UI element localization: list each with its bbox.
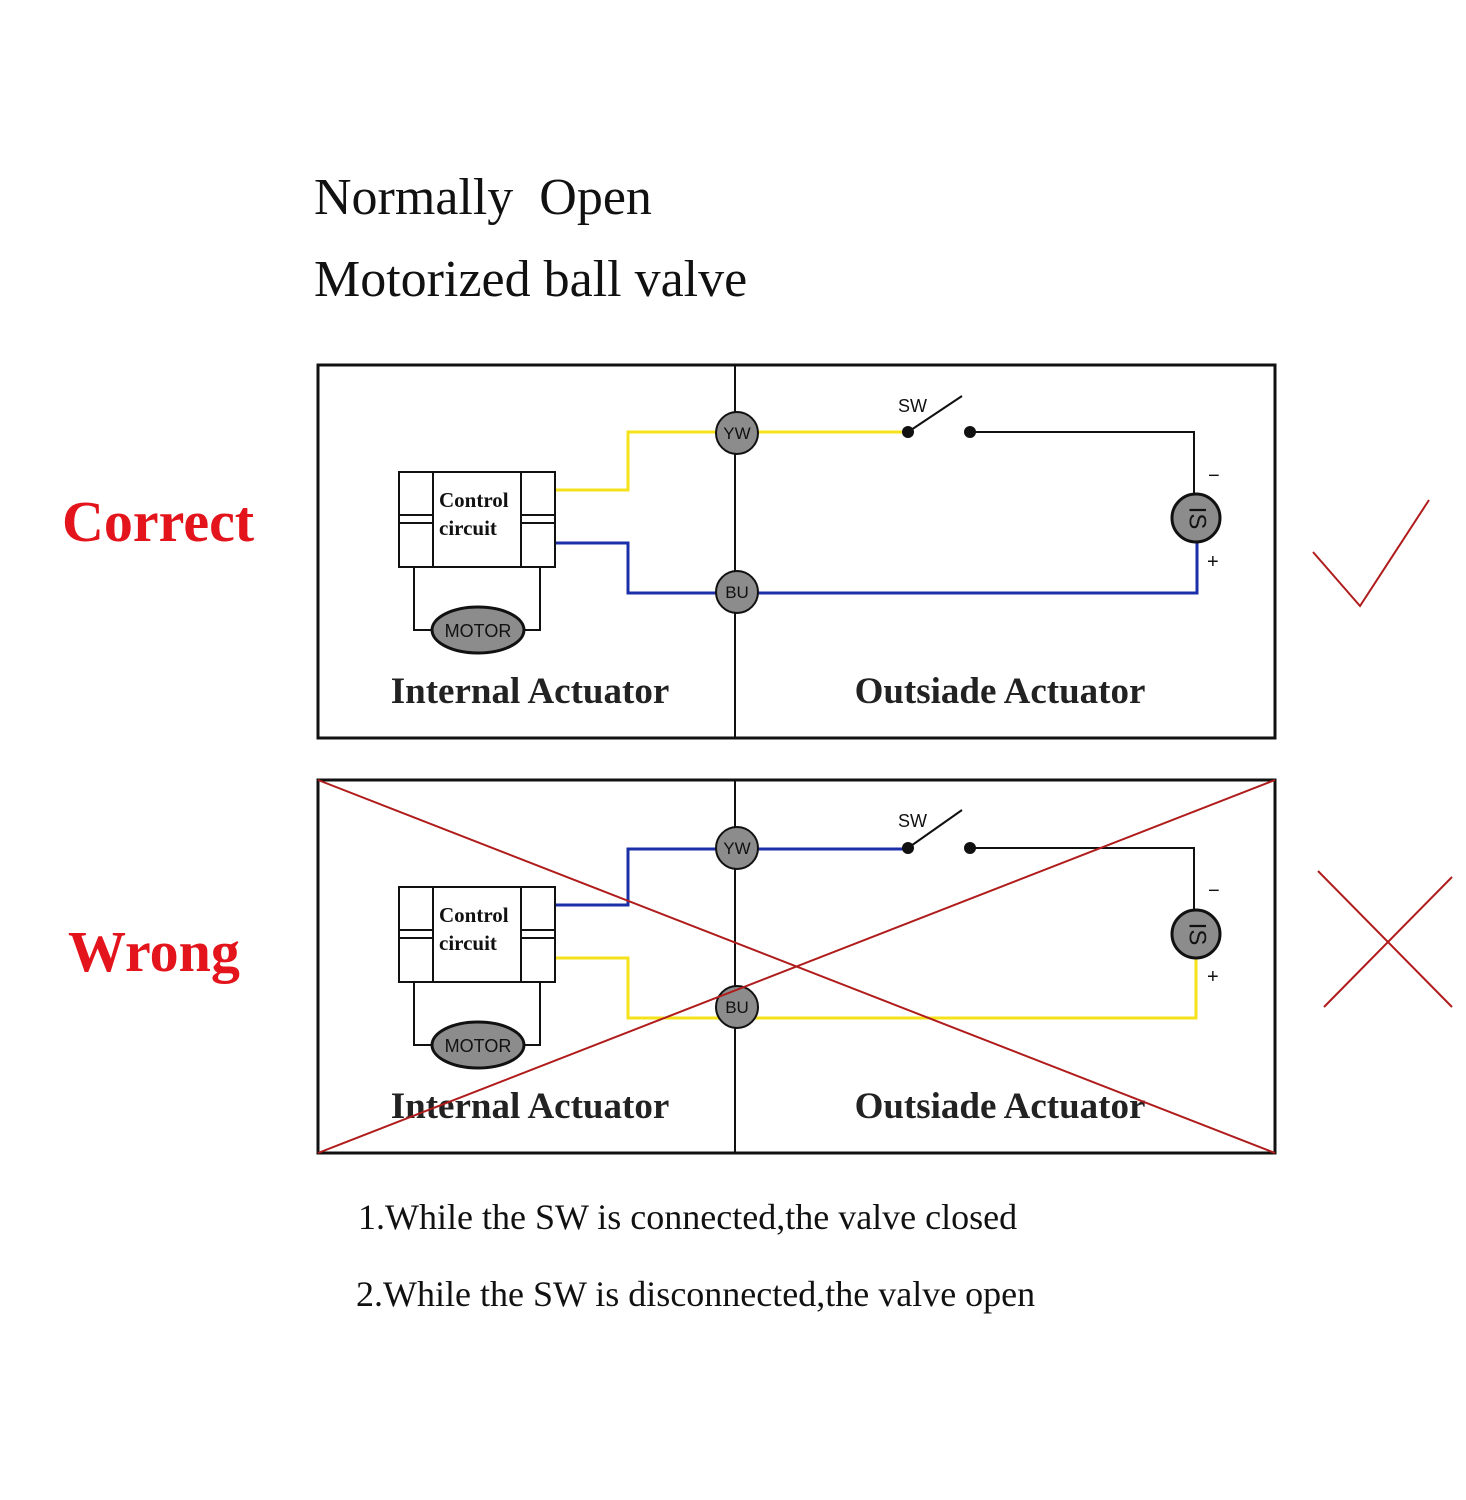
note-1: 1.While the SW is connected,the valve cl… bbox=[358, 1197, 1018, 1237]
terminal-yw-label: YW bbox=[723, 424, 750, 443]
terminal-yw-label: YW bbox=[723, 839, 750, 858]
supply-label: IS bbox=[1184, 507, 1211, 530]
switch-label: SW bbox=[898, 811, 927, 831]
terminal-bu bbox=[715, 570, 759, 614]
switch-contact bbox=[964, 426, 976, 438]
outside-actuator-label: Outsiade Actuator bbox=[855, 1086, 1146, 1127]
internal-actuator-label: Internal Actuator bbox=[391, 671, 670, 712]
black-wire bbox=[970, 847, 1195, 911]
panel-border bbox=[316, 363, 1277, 740]
terminal-bu-label: BU bbox=[725, 583, 749, 602]
plus-sign: + bbox=[1207, 551, 1219, 573]
motor-wire bbox=[413, 567, 436, 631]
switch-contact bbox=[902, 426, 914, 438]
note-2: 2.While the SW is disconnected,the valve… bbox=[356, 1274, 1036, 1314]
cross-out-line bbox=[317, 779, 1276, 1154]
control-circuit-box bbox=[398, 886, 556, 983]
terminal-bu-label: BU bbox=[725, 998, 749, 1017]
switch-lever bbox=[907, 809, 963, 849]
motor-icon bbox=[430, 605, 526, 655]
internal-actuator-label: Internal Actuator bbox=[391, 1086, 670, 1127]
control-circuit-box bbox=[398, 471, 556, 568]
motor-wire bbox=[522, 982, 541, 1046]
power-supply-icon bbox=[1170, 908, 1222, 960]
outside-actuator-label: Outsiade Actuator bbox=[855, 671, 1146, 712]
control-label-2: circuit bbox=[439, 516, 497, 540]
switch-contact bbox=[902, 842, 914, 854]
minus-sign: − bbox=[1208, 880, 1220, 902]
terminal-yw bbox=[715, 826, 759, 870]
motor-label: MOTOR bbox=[445, 1036, 512, 1056]
correct-label: Correct bbox=[62, 489, 255, 554]
motor-label: MOTOR bbox=[445, 621, 512, 641]
black-wire bbox=[970, 431, 1195, 496]
wrong-wiring-diagram: SW IS − + YW BU Control circuit MOTOR In… bbox=[316, 778, 1277, 1155]
title-line-1: Normally Open bbox=[314, 169, 652, 226]
blue-wire bbox=[555, 847, 908, 907]
yellow-wire bbox=[555, 956, 1198, 1020]
terminal-bu bbox=[715, 985, 759, 1029]
motor-icon bbox=[430, 1020, 526, 1070]
panel-border bbox=[316, 778, 1277, 1155]
minus-sign: − bbox=[1208, 465, 1220, 487]
title-line-2: Motorized ball valve bbox=[314, 251, 748, 308]
yellow-wire bbox=[555, 430, 908, 492]
plus-sign: + bbox=[1207, 966, 1219, 988]
supply-label: IS bbox=[1184, 923, 1211, 946]
motor-wire bbox=[522, 567, 541, 631]
power-supply-icon bbox=[1170, 492, 1222, 544]
terminal-yw bbox=[715, 411, 759, 455]
switch-label: SW bbox=[898, 396, 927, 416]
correct-wiring-diagram: SW IS − + YW BU Control circuit MOTOR In… bbox=[316, 363, 1277, 740]
x-mark-icon bbox=[1317, 870, 1453, 1008]
wrong-label: Wrong bbox=[68, 919, 240, 984]
motor-wire bbox=[413, 982, 436, 1046]
control-label-2: circuit bbox=[439, 931, 497, 955]
blue-wire bbox=[555, 540, 1199, 595]
switch-contact bbox=[964, 842, 976, 854]
control-label-1: Control bbox=[439, 488, 509, 512]
check-mark-icon bbox=[1312, 499, 1430, 608]
switch-lever bbox=[907, 395, 963, 433]
control-label-1: Control bbox=[439, 903, 509, 927]
